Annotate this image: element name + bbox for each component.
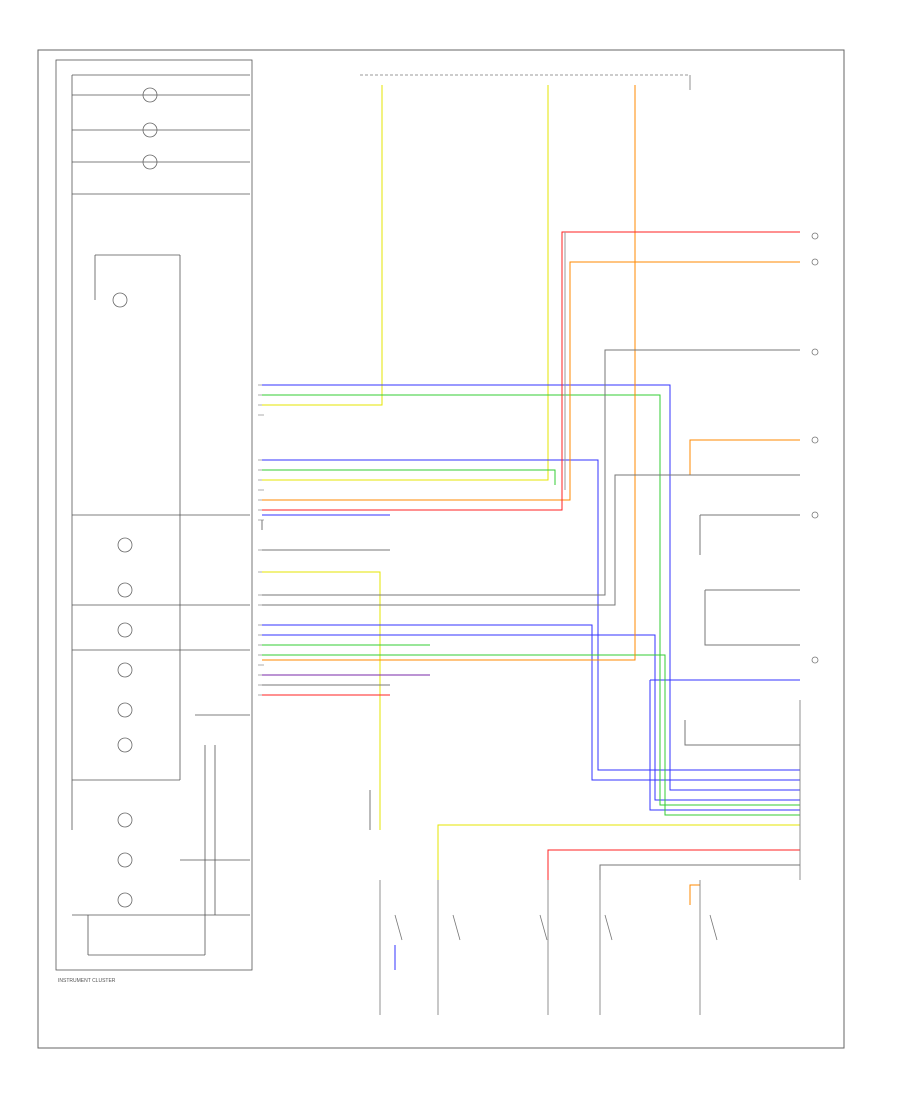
wire-blue-5 (262, 634, 800, 801)
right-device-6 (811, 656, 819, 664)
wires (261, 85, 800, 970)
indicator-lamp-12 (117, 852, 133, 868)
indicator-lamp-9 (117, 702, 133, 718)
cluster-title: INSTRUMENT CLUSTER (58, 978, 116, 984)
wire-yellow-3 (262, 571, 381, 830)
wire-yellow-1 (262, 85, 383, 406)
wire-gray-9 (684, 720, 800, 746)
indicator-lamp-11 (117, 812, 133, 828)
wire-blue-4 (262, 624, 800, 781)
fuse-bus (360, 74, 691, 90)
wire-yellow-4 (437, 824, 800, 880)
cluster-indicators (112, 87, 158, 908)
right-device-2 (811, 258, 819, 266)
indicator-lamp-4 (112, 292, 128, 308)
indicator-lamp-7 (117, 622, 133, 638)
indicator-lamp-2 (142, 122, 158, 138)
indicator-lamp-8 (117, 662, 133, 678)
wire-gray-8 (704, 590, 800, 646)
wire-orange-1 (262, 85, 636, 661)
right-device-3 (811, 348, 819, 356)
wire-blue-1 (262, 384, 800, 791)
wire-orange-2 (262, 261, 800, 501)
wire-red-1 (262, 231, 800, 511)
wire-green-4 (262, 654, 800, 816)
indicator-lamp-3 (142, 154, 158, 170)
wire-green-1 (262, 394, 800, 806)
indicator-lamp-5 (117, 537, 133, 553)
instrument-cluster (55, 59, 253, 971)
indicator-lamp-1 (142, 87, 158, 103)
indicator-lamp-6 (117, 582, 133, 598)
wire-yellow-2 (262, 85, 549, 481)
cluster-connector (258, 384, 264, 696)
wire-blue-2 (262, 459, 800, 771)
wire-gray-3 (262, 349, 800, 596)
indicator-lamp-13 (117, 892, 133, 908)
right-device-4 (811, 436, 819, 444)
indicator-lamp-10 (117, 737, 133, 753)
wire-orange-3 (689, 439, 800, 475)
wire-gray-10 (599, 864, 800, 880)
wire-green-2 (262, 469, 556, 485)
wire-blue-7 (649, 680, 800, 811)
right-devices (799, 232, 819, 880)
right-device-1 (811, 232, 819, 240)
wire-orange-4 (689, 884, 700, 905)
diagram-frame (37, 49, 845, 1049)
right-device-5 (811, 511, 819, 519)
wire-gray-4 (262, 474, 800, 606)
bottom-switches (379, 880, 718, 1015)
wire-red-3 (547, 849, 800, 880)
